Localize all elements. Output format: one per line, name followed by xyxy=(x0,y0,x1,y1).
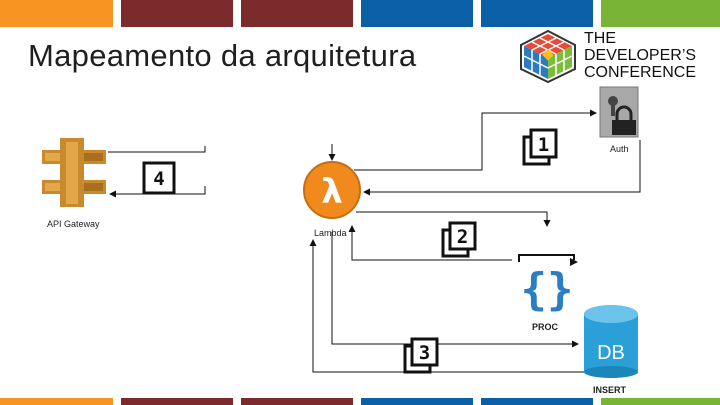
api-gateway-icon xyxy=(42,138,106,207)
slide-title: Mapeamento da arquitetura xyxy=(28,38,417,73)
step-2-label: 2 xyxy=(457,226,468,248)
top-bar-red xyxy=(121,0,233,27)
bottom-bar-green xyxy=(601,398,720,405)
top-bar-darkred xyxy=(241,0,353,27)
step-3-label: 3 xyxy=(419,342,430,364)
conference-logo: THE DEVELOPER’S CONFERENCE xyxy=(518,28,703,86)
bottom-bar-darkred xyxy=(241,398,353,405)
lock-icon xyxy=(599,86,639,138)
api-gateway-label: API Gateway xyxy=(47,219,100,229)
bottom-bar-blue xyxy=(361,398,473,405)
step-4-label: 4 xyxy=(153,168,164,190)
logo-text: THE DEVELOPER’S CONFERENCE xyxy=(584,30,696,81)
lambda-icon: λ xyxy=(303,161,361,219)
logo-line-1: THE xyxy=(584,30,616,47)
bottom-bar-orange xyxy=(0,398,113,405)
connectors xyxy=(108,109,641,373)
database-icon xyxy=(584,305,638,378)
proc-label: PROC xyxy=(532,322,559,332)
lambda-label: Lambda xyxy=(314,228,347,238)
bottom-bar-blue2 xyxy=(481,398,593,405)
step-badge-4: 4 xyxy=(142,161,176,195)
svg-text:{}: {} xyxy=(521,264,574,315)
auth-label: Auth xyxy=(610,144,629,154)
db-label: INSERT xyxy=(593,385,627,395)
db-icon-text: DB xyxy=(597,342,625,364)
top-bar-orange xyxy=(0,0,113,27)
bottom-bar-red xyxy=(121,398,233,405)
step-1-label: 1 xyxy=(538,134,549,156)
top-bar-blue xyxy=(361,0,473,27)
braces-icon: {} xyxy=(518,254,578,315)
logo-line-2: DEVELOPER’S xyxy=(584,47,697,64)
step-badge-3: 3 xyxy=(403,337,439,374)
cube-logo-icon xyxy=(520,29,576,84)
top-bar-green xyxy=(601,0,720,27)
step-badge-1: 1 xyxy=(522,128,558,166)
svg-text:λ: λ xyxy=(321,172,343,212)
step-badge-2: 2 xyxy=(441,221,477,258)
logo-line-3: CONFERENCE xyxy=(584,64,697,81)
top-bar-blue2 xyxy=(481,0,593,27)
